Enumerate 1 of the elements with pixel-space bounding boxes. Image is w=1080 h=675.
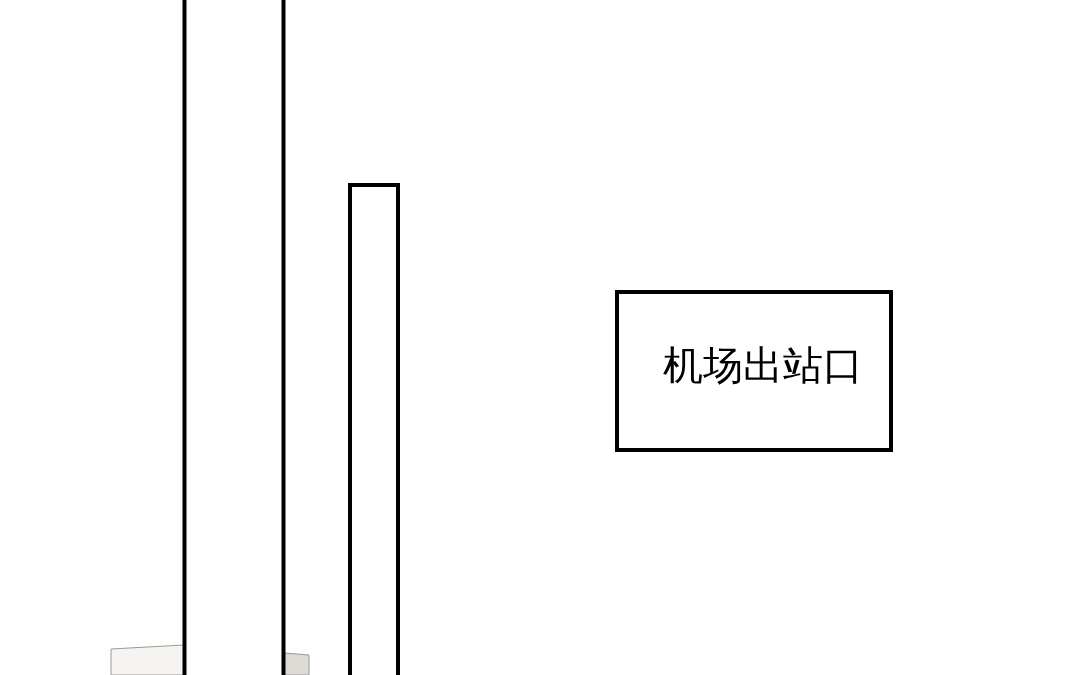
sign-box: 机场出站口 <box>615 290 893 452</box>
